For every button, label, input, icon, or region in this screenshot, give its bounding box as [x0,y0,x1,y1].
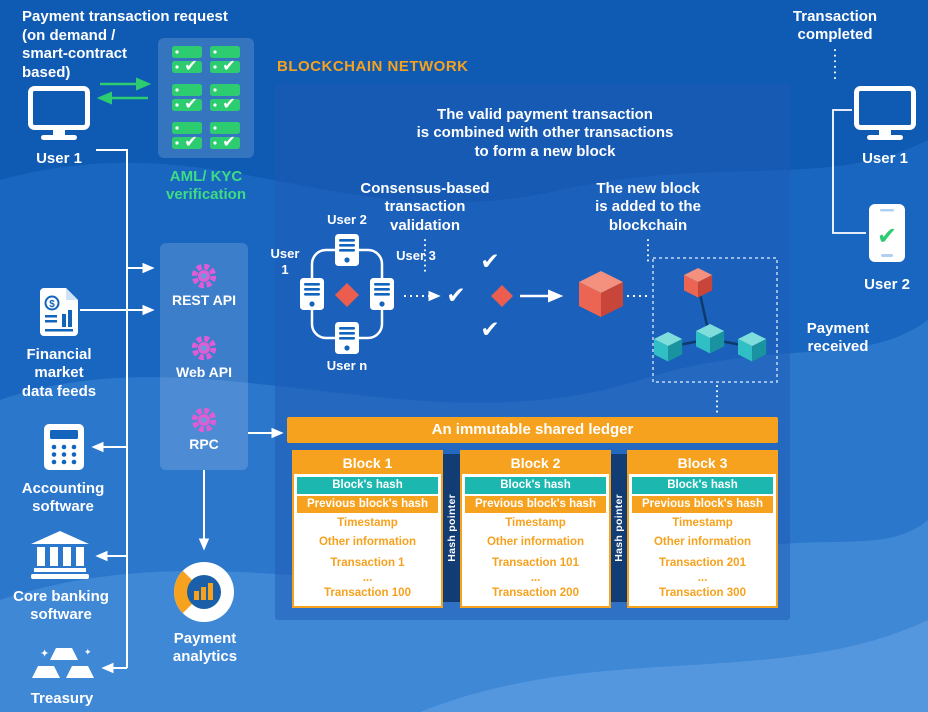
financial-feeds-label: Financial market data feeds [21,346,97,400]
tx-last: Transaction 100 [324,586,411,599]
user2-right-label: User 2 [864,276,910,293]
tx-first: Transaction 1 [330,557,405,569]
tx-first: Transaction 101 [492,557,579,569]
financial-feeds-icon: $ [40,288,78,336]
cluster-usern-label: User n [326,358,368,373]
aml-kyc-label: AML/ KYC verification [165,168,247,204]
phone-check-icon: ✔ [877,222,897,250]
tx-last: Transaction 300 [659,586,746,599]
other-info-row: Other information [632,534,773,551]
block-1: Block 1 Block's hash Previous block's ha… [292,450,443,608]
blockchain-network-title: BLOCKCHAIN NETWORK [277,58,469,75]
rest-api-label: REST API [171,292,237,308]
transaction-completed-label: Transaction completed [792,8,878,44]
core-banking-bank-icon [31,531,89,579]
user1-left-label: User 1 [36,150,82,167]
hash-pointer-label: Hash pointer [613,494,625,562]
payment-analytics-label: Payment analytics [172,630,238,666]
treasury-label: Treasury [30,690,94,707]
right-users-bracket [832,109,866,234]
tx-dots: ... [530,571,541,584]
user2-phone-icon: ✔ [869,204,905,262]
tx-dots: ... [697,571,708,584]
ledger-title: An immutable shared ledger [431,421,634,438]
timestamp-row: Timestamp [632,515,773,532]
transactions-row: Transaction 1 ... Transaction 100 [297,553,438,603]
other-info-row: Other information [465,534,606,551]
transactions-row: Transaction 101 ... Transaction 200 [465,553,606,603]
timestamp-row: Timestamp [297,515,438,532]
cluster-user3-label: User 3 [396,248,436,263]
core-banking-label: Core banking software [13,588,109,624]
transactions-row: Transaction 201 ... Transaction 300 [632,553,773,603]
timestamp-row: Timestamp [465,515,606,532]
user1-monitor-icon [31,89,88,141]
hash-pointer-bar-1: Hash pointer [443,454,460,602]
cluster-user1-label: User 1 [270,246,300,277]
treasury-gold-icon: ✦ ✦ [32,647,94,678]
accounting-label: Accounting software [21,480,105,516]
rpc-label: RPC [189,436,219,452]
sparkle-icon: ✦ [84,648,92,658]
new-block-text: The new block is added to the blockchain [595,180,701,234]
payment-request-title: Payment transaction request [22,8,228,25]
tx-first: Transaction 201 [659,557,746,569]
user1-right-monitor-icon [857,89,914,141]
other-info-row: Other information [297,534,438,551]
cluster-user2-label: User 2 [327,212,367,227]
hash-pointer-label: Hash pointer [445,494,458,562]
payment-request-subtitle: (on demand / smart-contract based) [22,27,128,81]
prev-hash-row: Previous block's hash [632,496,773,513]
tx-last: Transaction 200 [492,586,579,599]
ledger-banner: An immutable shared ledger [287,417,778,443]
block-3-title: Block 3 [629,452,776,474]
consensus-text: Consensus-based transaction validation [360,180,490,234]
user1-right-label: User 1 [862,150,908,167]
block-1-title: Block 1 [294,452,441,474]
combine-text: The valid payment transaction is combine… [416,106,674,160]
block-2: Block 2 Block's hash Previous block's ha… [460,450,611,608]
tx-dots: ... [362,571,373,584]
hash-pointer-bar-2: Hash pointer [611,454,627,602]
payment-analytics-icon [174,562,234,622]
web-api-label: Web API [175,364,232,380]
block-3: Block 3 Block's hash Previous block's ha… [627,450,778,608]
block-hash-row: Block's hash [632,477,773,494]
sparkle-icon: ✦ [40,647,49,660]
prev-hash-row: Previous block's hash [465,496,606,513]
block-2-title: Block 2 [462,452,609,474]
accounting-calculator-icon [44,424,84,470]
prev-hash-row: Previous block's hash [297,496,438,513]
block-hash-row: Block's hash [465,477,606,494]
dollar-icon: $ [49,299,55,310]
payment-received-label: Payment received [806,320,870,356]
block-hash-row: Block's hash [297,477,438,494]
